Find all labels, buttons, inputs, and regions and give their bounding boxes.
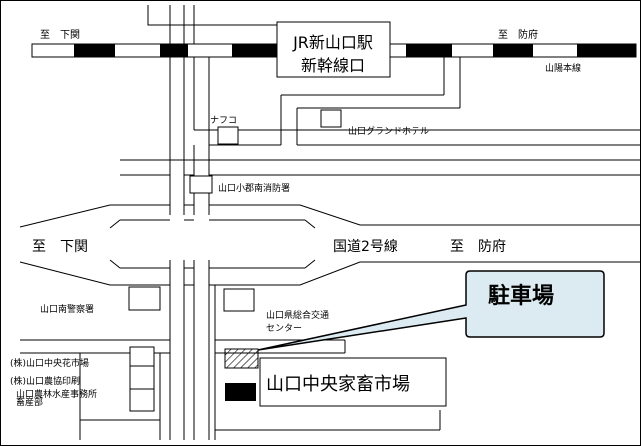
buildings (128, 109, 342, 412)
nokyo-print-label: (株)山口農協印刷 (10, 375, 80, 387)
traffic-center-label-2: センター (266, 323, 302, 334)
nafco-label: ナフコ (210, 115, 237, 126)
to-shimonoseki-top-label: 至 下関 (40, 29, 80, 41)
livestock-market-label-box (259, 357, 447, 407)
traffic-center-label-1: 山口県総合交通 (266, 309, 329, 321)
station-box (276, 21, 391, 78)
station-name: JR新山口駅 (292, 33, 373, 52)
flower-market-label: (株)山口中央花市場 (10, 357, 89, 369)
sanyo-line-label: 山陽本線 (545, 62, 581, 74)
forestry-office-label-1: 山口農林水産事務所 (16, 388, 97, 400)
grand-hotel-label: 山口グランドホテル (348, 125, 429, 137)
forestry-office-label-2: 畜産部 (16, 396, 43, 408)
to-hofu-road-label: 至 防府 (450, 239, 506, 255)
police-label: 山口南警察署 (40, 303, 94, 315)
roads (19, 5, 640, 440)
livestock-market-building (225, 383, 256, 401)
parking-label: 駐車場 (488, 283, 554, 309)
route2-label: 国道2号線 (333, 239, 398, 255)
parking-lot (224, 348, 259, 369)
railway-sanyo-line (31, 43, 637, 58)
fire-station-label: 山口小郡南消防署 (218, 182, 290, 194)
parking-callout (257, 270, 605, 351)
station-exit: 新幹線口 (301, 56, 365, 75)
to-shimonoseki-road-label: 至 下関 (32, 239, 88, 255)
livestock-market-label: 山口中央家畜市場 (266, 374, 410, 395)
to-hofu-top-label: 至 防府 (498, 28, 538, 41)
